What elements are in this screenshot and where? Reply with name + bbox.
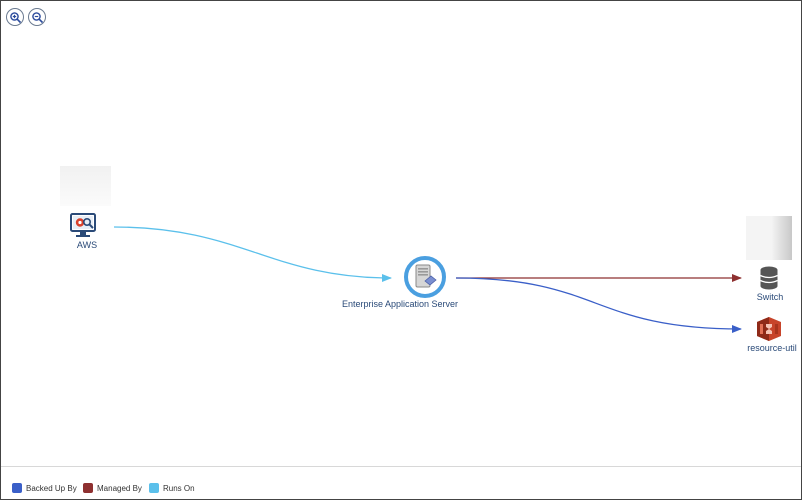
edges-layer: [113, 226, 742, 333]
legend-item-managed-by: Managed By: [83, 483, 142, 493]
legend-swatch-runs-on: [149, 483, 159, 493]
legend-label: Managed By: [97, 483, 142, 493]
edge-backed-up-by[interactable]: [455, 277, 742, 333]
aws-label: AWS: [76, 240, 98, 250]
aws-node[interactable]: [70, 213, 96, 239]
topology-canvas[interactable]: AWS Enterprise Application Server: [1, 1, 801, 466]
database-icon: [760, 266, 778, 290]
legend-label: Backed Up By: [26, 483, 77, 493]
monitor-gear-icon: [70, 213, 96, 237]
edge-runs-on[interactable]: [113, 226, 392, 282]
legend-swatch-backed-up-by: [12, 483, 22, 493]
zoom-in-button[interactable]: [6, 8, 24, 26]
aws-thumbnail: [60, 166, 111, 206]
legend: Backed Up By Managed By Runs On: [1, 466, 801, 499]
switch-node[interactable]: [758, 265, 780, 291]
legend-swatch-managed-by: [83, 483, 93, 493]
aws-s3-icon: [757, 317, 781, 341]
resource-util-label: resource-util: [747, 343, 797, 353]
app-server-node[interactable]: [403, 255, 447, 299]
server-icon: [404, 256, 446, 298]
legend-item-runs-on: Runs On: [149, 483, 195, 493]
switch-label: Switch: [756, 292, 784, 302]
app-server-label: Enterprise Application Server: [341, 299, 459, 309]
zoom-out-button[interactable]: [28, 8, 46, 26]
legend-item-backed-up-by: Backed Up By: [12, 483, 77, 493]
switch-thumbnail: [746, 216, 792, 260]
legend-label: Runs On: [163, 483, 195, 493]
zoom-out-icon: [32, 12, 44, 24]
resource-util-node[interactable]: [755, 316, 783, 342]
zoom-in-icon: [10, 12, 22, 24]
